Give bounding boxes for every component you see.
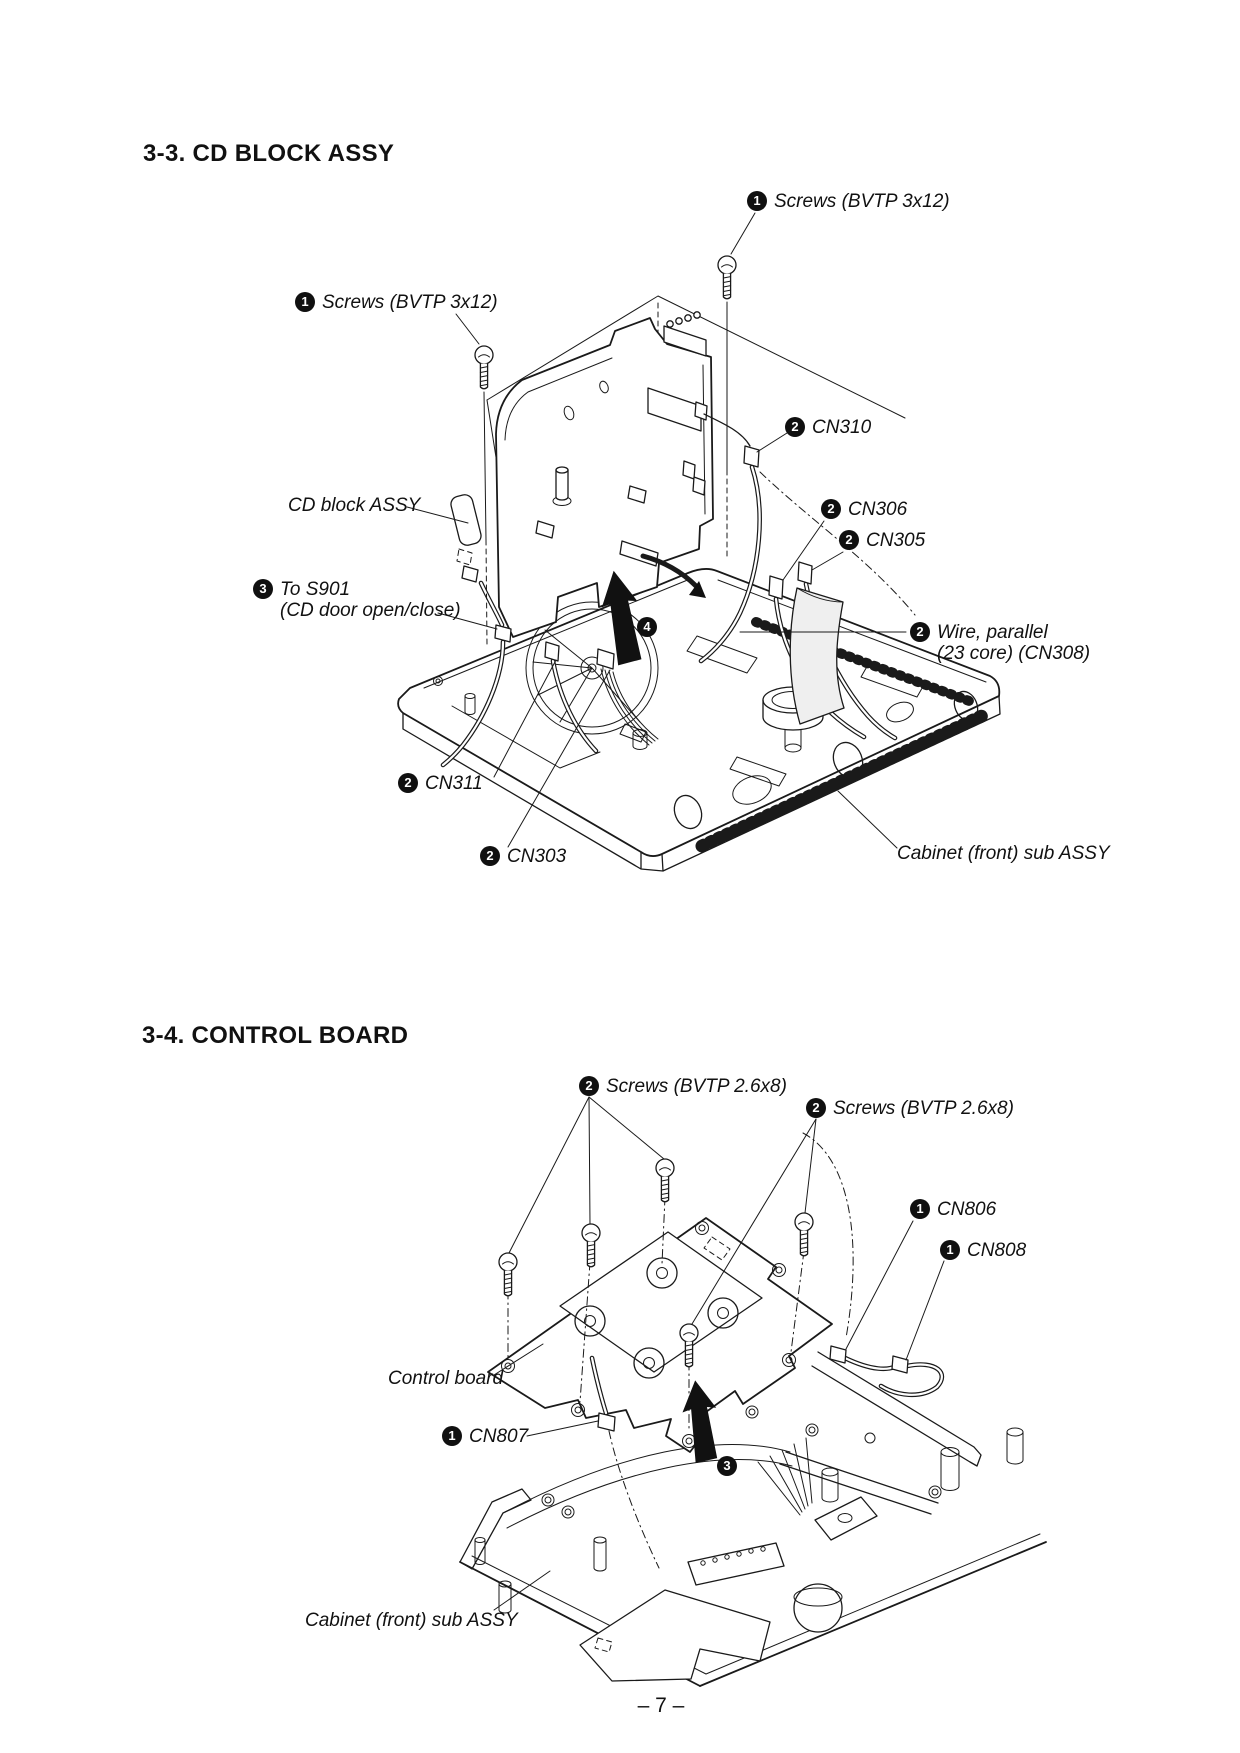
connector-wires-art-2 <box>592 1345 942 1569</box>
label-cabinet-front-sub-assy-2: Cabinet (front) sub ASSY <box>305 1610 518 1631</box>
label-text: CN807 <box>469 1426 529 1447</box>
removal-arrow-art <box>682 1380 718 1464</box>
screw-art-left <box>455 313 494 646</box>
label-text: CN808 <box>967 1240 1027 1261</box>
step-2-badge: 2 <box>480 846 500 866</box>
section-3-3-heading: 3-3. CD BLOCK ASSY <box>143 140 395 167</box>
label-cn305: 2 CN305 <box>839 530 925 551</box>
label-cn311: 2 CN311 <box>398 773 483 794</box>
label-to-s901: 3 To S901 (CD door open/close) <box>253 579 461 621</box>
label-text: Screws (BVTP 2.6x8) <box>606 1076 787 1097</box>
screws-art <box>498 1096 817 1433</box>
cabinet-front-sub-assy-art <box>397 568 1001 872</box>
step-2-badge: 2 <box>785 417 805 437</box>
control-board-art <box>487 1217 833 1453</box>
ribbon-cable-art <box>789 587 845 725</box>
section-3-4-heading: 3-4. CONTROL BOARD <box>142 1022 409 1049</box>
step-2-badge: 2 <box>910 622 930 642</box>
label-text: CN303 <box>507 846 567 867</box>
label-text: Screws (BVTP 3x12) <box>774 191 950 212</box>
step-2-badge: 2 <box>806 1098 826 1118</box>
label-text: To S901 <box>280 579 351 600</box>
label-cn808: 1 CN808 <box>940 1240 1026 1261</box>
label-screws-right-2: 2 Screws (BVTP 2.6x8) <box>806 1098 1014 1119</box>
label-screws-left-2: 2 Screws (BVTP 2.6x8) <box>579 1076 787 1097</box>
step-3-badge: 3 <box>253 579 273 599</box>
label-control-board: Control board <box>388 1368 504 1389</box>
label-cn310: 2 CN310 <box>785 417 871 438</box>
label-text: CN310 <box>812 417 872 438</box>
label-cn807: 1 CN807 <box>442 1426 528 1447</box>
step-1-badge: 1 <box>910 1199 930 1219</box>
cd-block-assy-art <box>450 311 714 638</box>
cn806-routing-path <box>802 1132 854 1339</box>
label-cn303: 2 CN303 <box>480 846 566 867</box>
step-2-badge: 2 <box>579 1076 599 1096</box>
label-text: CN311 <box>425 773 483 794</box>
leader-lines-2 <box>493 1220 945 1611</box>
removal-arrows-art <box>601 553 706 666</box>
connector-wires-art <box>443 413 916 765</box>
label-text: CN305 <box>866 530 926 551</box>
screw-art-top <box>717 212 756 559</box>
label-text: Wire, parallel <box>937 622 1048 643</box>
step-4-badge: 4 <box>637 617 657 637</box>
label-cn306: 2 CN306 <box>821 499 907 520</box>
step-2-badge: 2 <box>821 499 841 519</box>
label-cabinet-front-sub-assy: Cabinet (front) sub ASSY <box>897 843 1110 864</box>
label-text: CN806 <box>937 1199 997 1220</box>
step-1-badge: 1 <box>747 191 767 211</box>
label-wire-parallel: 2 Wire, parallel (23 core) (CN308) <box>910 622 1090 664</box>
label-cd-block-assy: CD block ASSY <box>288 495 421 516</box>
page-number: – 7 – <box>637 1694 685 1717</box>
step-1-badge: 1 <box>295 292 315 312</box>
label-text-2: (23 core) (CN308) <box>937 643 1091 664</box>
label-text-2: (CD door open/close) <box>280 600 461 621</box>
step-1-badge: 1 <box>940 1240 960 1260</box>
label-text: CN306 <box>848 499 908 520</box>
label-cn806: 1 CN806 <box>910 1199 996 1220</box>
label-screws-top: 1 Screws (BVTP 3x12) <box>747 191 950 212</box>
label-text: Screws (BVTP 2.6x8) <box>833 1098 1014 1119</box>
label-screws-left: 1 Screws (BVTP 3x12) <box>295 292 498 313</box>
cabinet-front-sub-assy-art-2 <box>459 1351 1047 1687</box>
cd-block-diagram <box>397 212 1001 872</box>
step-1-badge: 1 <box>442 1426 462 1446</box>
step-3-badge: 3 <box>717 1456 737 1476</box>
leader-lines <box>406 432 907 849</box>
step-2-badge: 2 <box>398 773 418 793</box>
label-text: Screws (BVTP 3x12) <box>322 292 498 313</box>
control-board-diagram <box>459 1096 1047 1687</box>
step-2-badge: 2 <box>839 530 859 550</box>
